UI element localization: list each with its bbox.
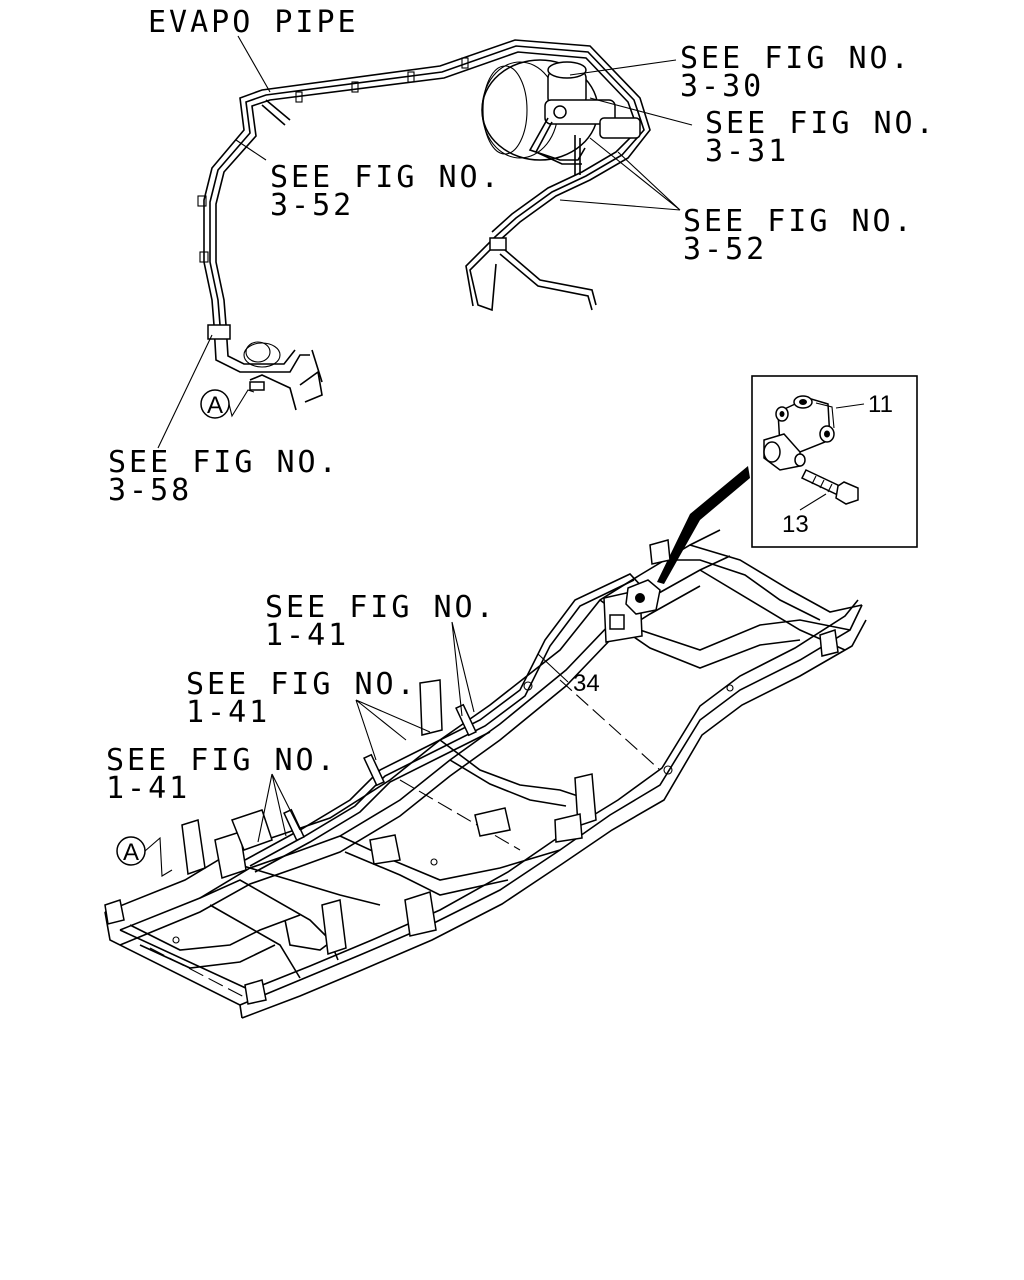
see-fig-3-52-right-number: 3-52 — [683, 232, 767, 267]
see-fig-1-41-b-label: SEE FIG NO. — [186, 667, 418, 702]
see-fig-3-52-right-label: SEE FIG NO. — [683, 204, 915, 239]
see-fig-1-41-a-leaders — [451, 621, 475, 717]
ref-a-bottom: A — [116, 836, 173, 877]
see-fig-3-58-number: 3-58 — [108, 473, 192, 508]
ref-a-bottom-text: A — [123, 839, 139, 866]
part-13-leader — [799, 493, 827, 511]
see-fig-3-30-leader — [569, 59, 677, 76]
part-11-callout: 11 — [868, 391, 893, 418]
see-fig-3-58-label: SEE FIG NO. — [108, 445, 340, 480]
part-34-leader — [537, 653, 569, 683]
see-fig-3-52-top-number: 3-52 — [270, 188, 354, 223]
three-way-joint — [763, 395, 835, 471]
bolt — [800, 469, 859, 505]
upper-pipe-assembly — [197, 39, 651, 411]
ref-a-top-text: A — [207, 392, 223, 419]
see-fig-3-30-label: SEE FIG NO. — [680, 41, 912, 76]
ref-a-top: A — [200, 389, 255, 419]
see-fig-1-41-c-leaders — [257, 773, 301, 843]
see-fig-1-41-a-label: SEE FIG NO. — [265, 590, 497, 625]
see-fig-1-41-b-number: 1-41 — [186, 695, 270, 730]
see-fig-1-41-b-leaders — [355, 699, 431, 761]
see-fig-3-31-number: 3-31 — [705, 134, 789, 169]
see-fig-3-58-leader — [157, 334, 213, 449]
see-fig-3-52-top-leader — [235, 139, 267, 161]
see-fig-1-41-c-number: 1-41 — [106, 771, 190, 806]
see-fig-1-41-a-number: 1-41 — [265, 618, 349, 653]
evapo-pipe-leader — [237, 35, 271, 93]
brake-pipe-34 — [244, 573, 661, 873]
part-11-leader — [835, 403, 865, 409]
part-34-callout: 34 — [573, 670, 600, 697]
see-fig-3-52-right-leaders — [559, 137, 681, 211]
see-fig-3-30-number: 3-30 — [680, 69, 764, 104]
see-fig-3-52-top-label: SEE FIG NO. — [270, 160, 502, 195]
see-fig-1-41-c-label: SEE FIG NO. — [106, 743, 338, 778]
brake-booster — [481, 59, 641, 161]
evapo-pipe-label: EVAPO PIPE — [148, 5, 359, 40]
part-13-callout: 13 — [782, 511, 809, 538]
see-fig-3-31-leader — [589, 97, 693, 126]
detail-pointer — [657, 466, 750, 584]
detail-inset: 11 13 — [751, 375, 918, 548]
see-fig-3-31-label: SEE FIG NO. — [705, 106, 937, 141]
